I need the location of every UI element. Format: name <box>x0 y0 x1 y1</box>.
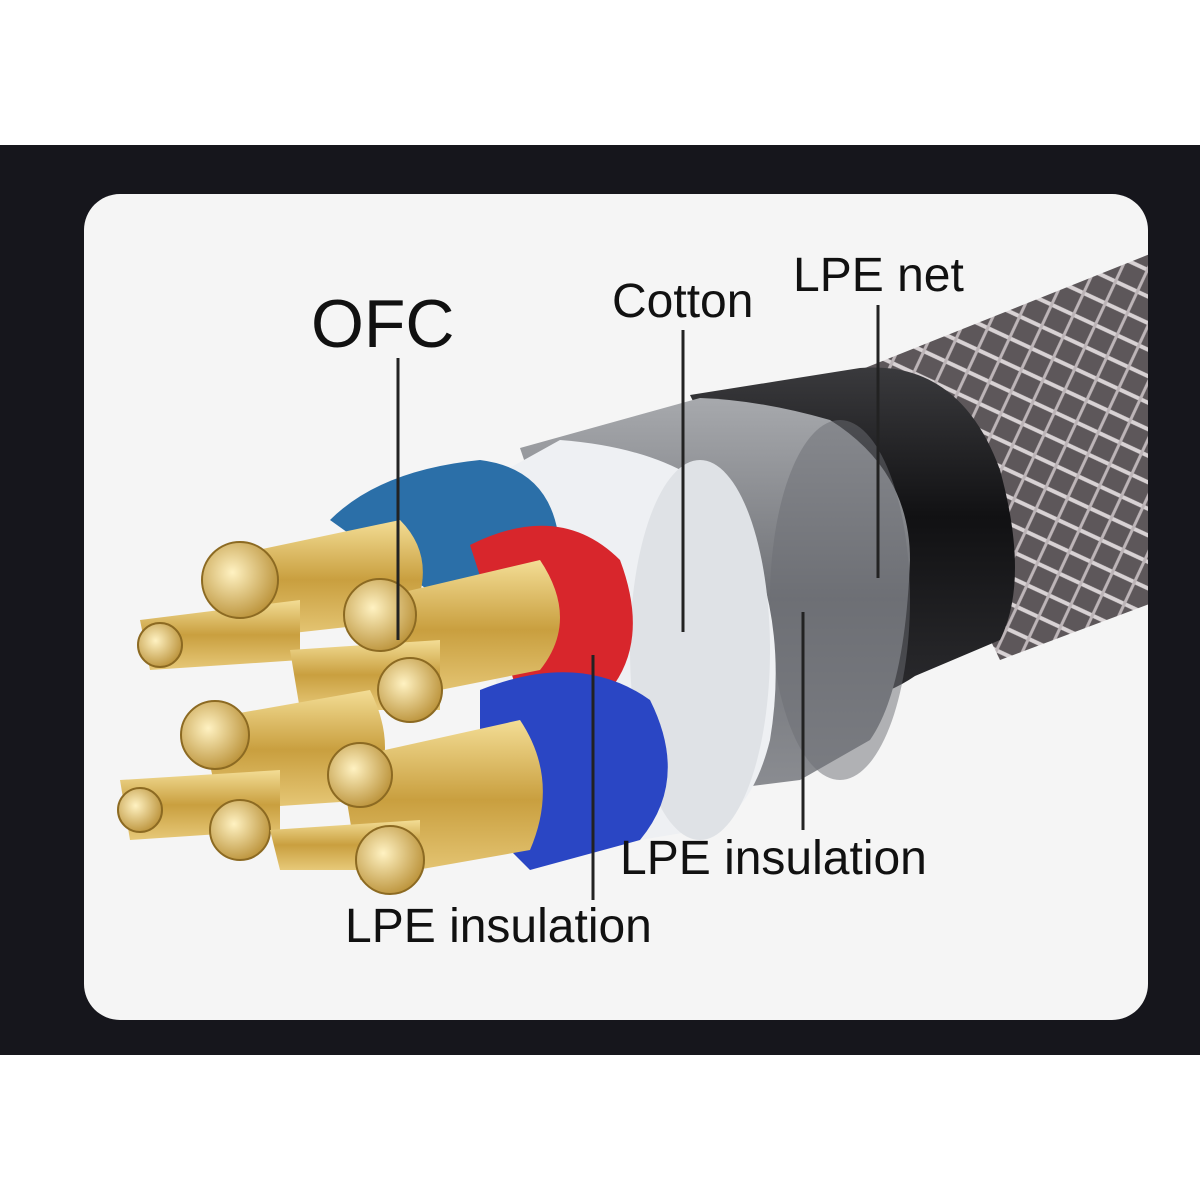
label-lpe-insulation-outer: LPE insulation <box>620 832 927 885</box>
ofc-conductor-bundles <box>117 520 560 895</box>
braided-net-sleeve <box>860 250 1148 660</box>
label-ofc: OFC <box>311 286 455 362</box>
label-lpe-insulation-inner: LPE insulation <box>345 900 652 953</box>
label-cotton: Cotton <box>612 275 754 328</box>
label-lpe-net: LPE net <box>793 249 964 302</box>
